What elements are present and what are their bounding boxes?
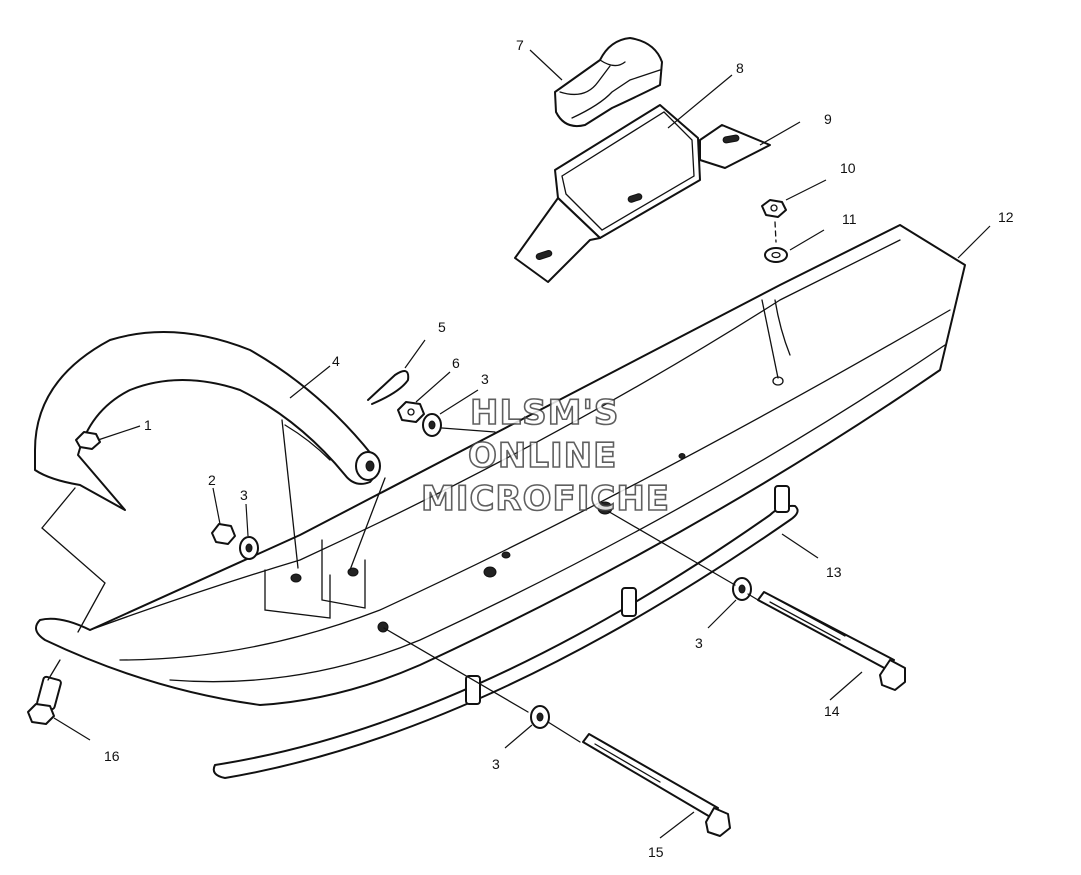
callout-12: 12 — [998, 209, 1014, 225]
callout-10: 10 — [840, 160, 856, 176]
part-13-wear-bar — [212, 485, 799, 779]
part-2-nut — [211, 523, 236, 545]
callout-7: 7 — [516, 37, 524, 53]
callout-6: 6 — [452, 355, 460, 371]
part-8-9-saddle-bracket — [514, 104, 771, 283]
part-3-washer-b — [239, 536, 259, 560]
callout-4: 4 — [332, 353, 340, 369]
callout-3-a: 3 — [240, 487, 248, 503]
part-14-bolt — [757, 591, 906, 691]
callout-5: 5 — [438, 319, 446, 335]
watermark-line-1: HLSM'S — [470, 393, 619, 433]
callout-15: 15 — [648, 844, 664, 860]
part-6-nut — [397, 401, 425, 423]
watermark-line-2: ONLINE — [468, 436, 617, 476]
part-16-bolt — [27, 675, 62, 725]
part-4-ski-loop — [34, 331, 381, 511]
watermark-line-3: MICROFICHE — [421, 479, 670, 519]
watermark: HLSM'S ONLINE MICROFICHE — [420, 392, 670, 520]
callout-9: 9 — [824, 111, 832, 127]
part-10-nut — [761, 199, 787, 218]
part-1-nut — [75, 431, 101, 450]
callout-11: 11 — [842, 211, 857, 227]
callout-labels: 1 2 3 3 4 5 6 7 8 9 10 11 12 13 3 14 3 1… — [104, 37, 1014, 860]
part-3-washer-c — [732, 577, 752, 601]
assembly-guide-lines — [41, 419, 759, 743]
part-3-washer-a — [422, 413, 442, 437]
callout-14: 14 — [824, 703, 840, 719]
part-5-cotter-pin — [367, 370, 410, 405]
callout-13: 13 — [826, 564, 842, 580]
callout-8: 8 — [736, 60, 744, 76]
part-11-washer — [764, 247, 788, 263]
callout-3-c: 3 — [695, 635, 703, 651]
callout-2: 2 — [208, 472, 216, 488]
callout-16: 16 — [104, 748, 120, 764]
leader-lines — [53, 49, 991, 839]
callout-3-d: 3 — [492, 756, 500, 772]
callout-3-b: 3 — [481, 371, 489, 387]
callout-1: 1 — [144, 417, 152, 433]
part-3-washer-d — [530, 705, 550, 729]
part-7-saddle-pad — [554, 37, 663, 128]
part-15-bolt — [582, 733, 731, 837]
